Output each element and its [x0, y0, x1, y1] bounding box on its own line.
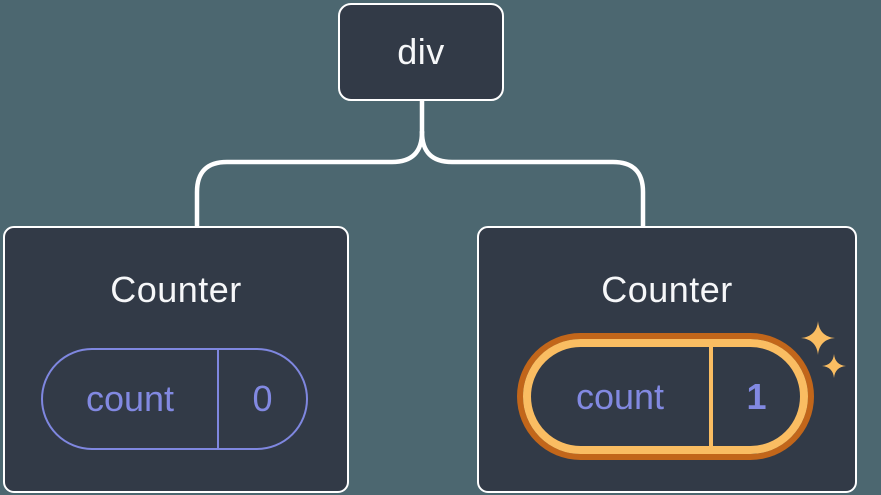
root-node-label: div — [397, 31, 445, 72]
pill-divider — [709, 347, 713, 446]
component-title: Counter — [110, 269, 242, 310]
counter-card-right: Counter count 1 — [477, 226, 857, 493]
component-title: Counter — [601, 269, 733, 310]
state-value: 1 — [746, 375, 767, 417]
state-value: 0 — [252, 378, 273, 419]
connector-left-branch — [194, 129, 425, 231]
sparkle-large — [801, 321, 835, 355]
sparkles-icon — [801, 321, 846, 378]
connector-right-branch — [419, 129, 646, 231]
state-name-label: count — [575, 375, 665, 417]
state-name-label: count — [85, 378, 175, 419]
state-pill-plain: count 0 — [41, 348, 308, 450]
pill-divider — [217, 350, 219, 448]
sparkle-small — [822, 354, 846, 378]
root-node-div: div — [338, 3, 504, 101]
state-pill-highlighted: count 1 — [523, 339, 808, 454]
counter-card-left: Counter count 0 — [3, 226, 349, 493]
